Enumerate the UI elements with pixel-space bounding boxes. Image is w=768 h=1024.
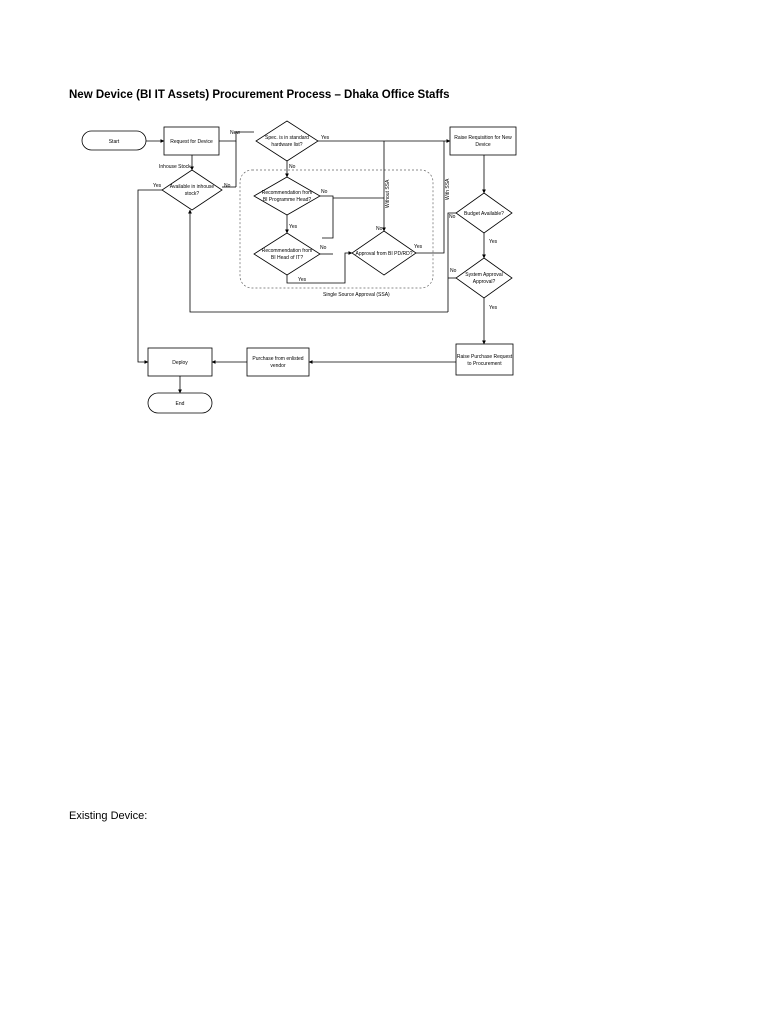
label-approval-yes: Yes [414, 244, 423, 250]
label-programme-no: No [321, 189, 328, 195]
node-raise-purchase-label-2: to Procurement [467, 361, 502, 367]
node-system-label-2: Approval? [473, 279, 496, 285]
label-approval-no: No [376, 226, 383, 232]
label-budget-no: No [449, 214, 456, 220]
node-end-label: End [176, 401, 185, 407]
document-title: New Device (BI IT Assets) Procurement Pr… [69, 89, 450, 101]
node-rec-programme-label-2: BI Programme Head? [263, 197, 312, 203]
node-purchase-vendor-label-2: vendor [270, 363, 286, 369]
node-standard-label-1: Spec. is in standard [265, 135, 309, 141]
node-system-approval: System Approval Approval? [455, 257, 513, 299]
node-approval-label: Approval from BI PD/RD? [356, 251, 413, 257]
ssa-region [239, 169, 434, 289]
node-rec-programme: Recommendation from BI Programme Head? [253, 176, 321, 216]
flow-connectors [137, 131, 486, 394]
node-raise-req-label-2: Device [475, 142, 491, 148]
node-raise-req-label-1: Raise Requisition for New [454, 135, 512, 141]
node-purchase-vendor: Purchase from enlisted vendor [246, 347, 310, 377]
node-budget: Budget Available? [455, 192, 513, 234]
label-inhouse-yes: Yes [153, 183, 162, 189]
label-system-no: No [450, 268, 457, 274]
label-system-yes: Yes [489, 305, 498, 311]
node-approval-bi: Approval from BI PD/RD? [351, 230, 417, 276]
label-with-ssa: With SSA [445, 178, 451, 200]
node-rec-head-it: Recommendation from BI Head of IT? [253, 232, 321, 276]
node-deploy-label: Deploy [172, 360, 188, 366]
label-head-yes: Yes [298, 277, 307, 283]
label-without-ssa: Without SSA [385, 179, 391, 208]
node-request-device: Request for Device [163, 126, 220, 156]
label-budget-yes: Yes [489, 239, 498, 245]
label-standard-yes: Yes [321, 135, 330, 141]
label-new: New [230, 130, 240, 136]
existing-device-heading: Existing Device: [69, 810, 148, 822]
node-raise-purchase-label-1: Raise Purchase Request [457, 354, 513, 360]
node-standard-check: Spec. is in standard hardware list? [255, 120, 319, 162]
node-inhouse-label-2: stock? [185, 191, 200, 197]
node-system-label-1: System Approval [465, 272, 503, 278]
node-rec-head-label-1: Recommendation from [262, 248, 313, 254]
label-standard-no: No [289, 164, 296, 170]
node-deploy: Deploy [147, 347, 213, 377]
node-end: End [147, 392, 213, 414]
node-request-label: Request for Device [170, 139, 213, 145]
label-head-no: No [320, 245, 327, 251]
node-standard-label-2: hardware list? [271, 142, 302, 148]
label-inhouse-stock: Inhouse Stock [159, 164, 191, 170]
node-raise-purchase: Raise Purchase Request to Procurement [455, 343, 514, 376]
node-budget-label: Budget Available? [464, 211, 504, 217]
label-inhouse-no: No [224, 183, 231, 189]
node-start: Start [81, 130, 147, 151]
node-inhouse-check: Available in inhouse stock? [161, 169, 223, 211]
node-rec-head-label-2: BI Head of IT? [271, 255, 303, 261]
label-programme-yes: Yes [289, 224, 298, 230]
node-start-label: Start [109, 139, 120, 145]
node-purchase-vendor-label-1: Purchase from enlisted [252, 356, 303, 362]
node-rec-programme-label-1: Recommendation from [262, 190, 313, 196]
node-inhouse-label-1: Available in inhouse [170, 184, 215, 190]
label-ssa: Single Source Approval (SSA) [323, 292, 390, 298]
node-raise-requisition: Raise Requisition for New Device [449, 126, 517, 156]
edge-labels: New Inhouse Stock Yes No Yes No No Yes N… [153, 130, 498, 311]
